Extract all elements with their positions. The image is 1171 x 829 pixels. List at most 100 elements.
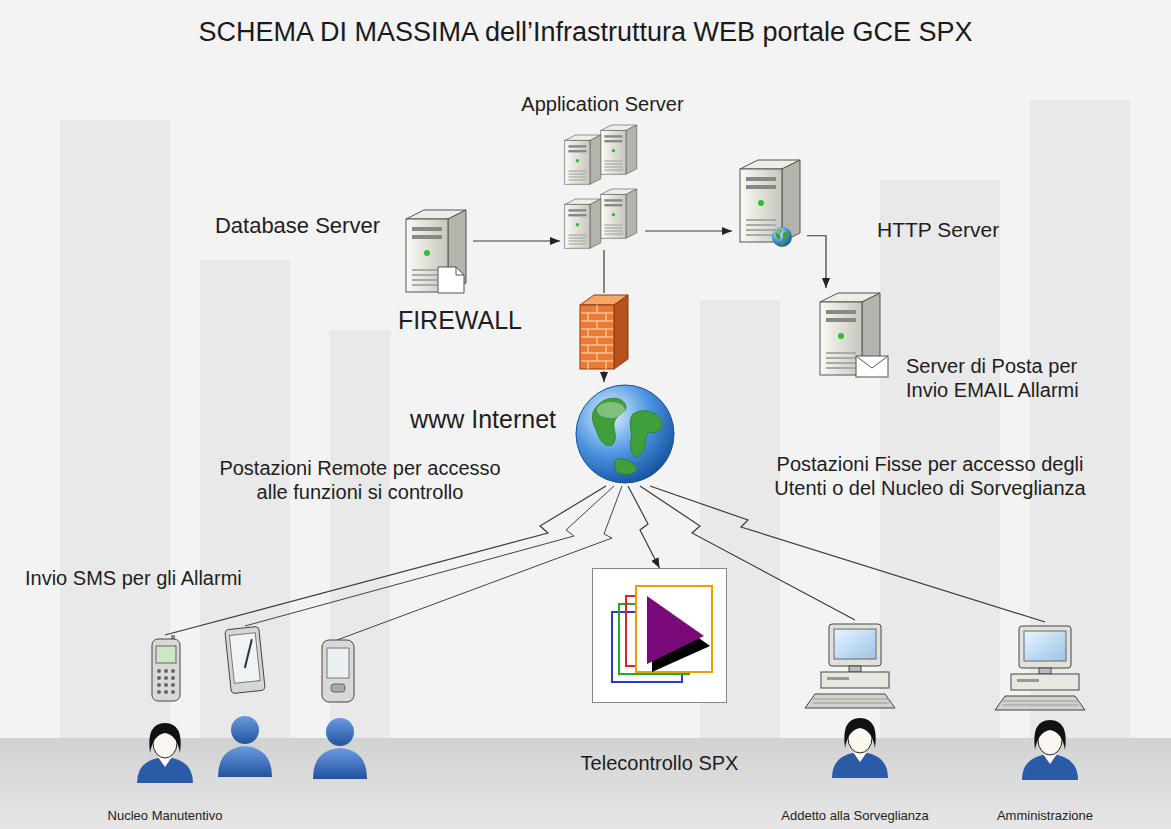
brick-joint: [606, 329, 607, 337]
drive-slot: [827, 677, 849, 680]
network-link: [245, 486, 614, 626]
phone-key: [157, 690, 161, 694]
mail-icon: [812, 288, 892, 383]
workstation-user: Amministrazione: [995, 622, 1095, 824]
vent-line: [746, 219, 776, 221]
vent-line: [604, 233, 622, 234]
rack-icon: [560, 122, 645, 250]
node-label-group: Telecontrollo SPX: [581, 751, 739, 775]
monitor: [829, 624, 881, 666]
node-label-group: Database Server: [215, 213, 380, 239]
network-connector: [603, 250, 604, 293]
firewall-icon: [580, 293, 628, 371]
node-label-group: Application Server: [521, 92, 683, 116]
power-led: [838, 333, 844, 339]
tablet-body: [225, 626, 266, 693]
drive-slot: [412, 235, 442, 239]
user-silhouette: [313, 718, 367, 779]
db-icon: [398, 205, 473, 295]
server-front: [565, 140, 590, 184]
firewall: FIREWALL: [398, 293, 628, 371]
drive-slot: [746, 177, 776, 181]
drive-slot: [1017, 679, 1039, 682]
tele-icon: [592, 568, 727, 703]
server-front: [601, 194, 626, 238]
server-unit: [565, 199, 601, 248]
node-label-group: Addetto alla Sorveglianza: [781, 808, 928, 824]
node-label-group: FIREWALL: [398, 305, 522, 335]
vent-line: [826, 352, 856, 354]
server-unit: [565, 135, 601, 184]
vent-line: [746, 234, 776, 236]
person-hair: [1034, 720, 1065, 750]
server-side: [590, 199, 601, 248]
phone-key: [164, 683, 168, 687]
node-label: FIREWALL: [398, 305, 522, 335]
node-label: www Internet: [410, 404, 556, 434]
keyboard-row: [1003, 705, 1079, 706]
power-led: [424, 250, 430, 256]
globe-continent: [775, 230, 782, 240]
vent-line: [826, 362, 856, 364]
envelope-flap: [856, 356, 888, 368]
vent-line: [604, 163, 622, 164]
phone-screen: [156, 646, 176, 663]
stylus: [242, 639, 255, 668]
phone-key: [164, 690, 168, 694]
vent-line: [568, 170, 586, 171]
network-connector: [645, 230, 732, 231]
monitor: [1019, 626, 1071, 668]
brick-joint: [597, 321, 598, 329]
vent-line: [568, 234, 586, 235]
node-label: Addetto alla Sorveglianza: [781, 808, 928, 824]
workstation-user: Addetto alla Sorveglianza: [781, 620, 928, 824]
pc-icon: [805, 620, 905, 780]
vent-line: [568, 173, 586, 174]
power-led: [758, 200, 764, 206]
keyboard: [995, 696, 1085, 710]
phone-key: [171, 669, 175, 673]
server-front: [565, 204, 590, 248]
keyboard: [805, 694, 895, 708]
tablet-device: [225, 626, 266, 693]
phone-key: [157, 676, 161, 680]
globe-continent: [630, 411, 662, 457]
vent-line: [568, 237, 586, 238]
pda-device: [322, 640, 354, 702]
network-connector: [807, 236, 826, 288]
person-shoulders: [1022, 754, 1078, 780]
network-connector: [473, 240, 560, 241]
brick-joint: [597, 337, 598, 345]
brick-joint: [581, 345, 613, 346]
vent-line: [568, 240, 586, 241]
vent-line: [568, 176, 586, 177]
person-hair: [149, 723, 180, 753]
globe: [576, 385, 674, 483]
node-label: Server di Posta per Invio EMAIL Allarmi: [906, 354, 1096, 402]
logo-frame: [593, 569, 727, 703]
globe-continent: [592, 398, 626, 446]
brick-joint: [597, 353, 598, 361]
diagram-title: SCHEMA DI MASSIMA dell’Infrastruttura WE…: [0, 16, 1171, 48]
phone-key: [171, 683, 175, 687]
keyboard-row: [813, 699, 889, 700]
vent-line: [604, 224, 622, 225]
document-badge: [438, 267, 464, 293]
sms-note: Invio SMS per gli Allarmi: [25, 566, 285, 590]
telecontrol-box: Telecontrollo SPX: [581, 568, 739, 775]
node-label-group: www Internet: [410, 404, 556, 434]
person-hair: [844, 718, 875, 748]
vent-line: [604, 169, 622, 170]
keyboard-row: [813, 703, 889, 704]
brick-joint: [581, 313, 613, 314]
brick-joint: [581, 329, 613, 330]
drive-slot: [412, 227, 442, 231]
server-front: [601, 130, 626, 174]
ground-band: [0, 738, 1171, 829]
node-label: HTTP Server: [877, 217, 999, 242]
power-led: [612, 149, 616, 153]
keyboard-row: [1003, 701, 1079, 702]
phone-key: [157, 669, 161, 673]
